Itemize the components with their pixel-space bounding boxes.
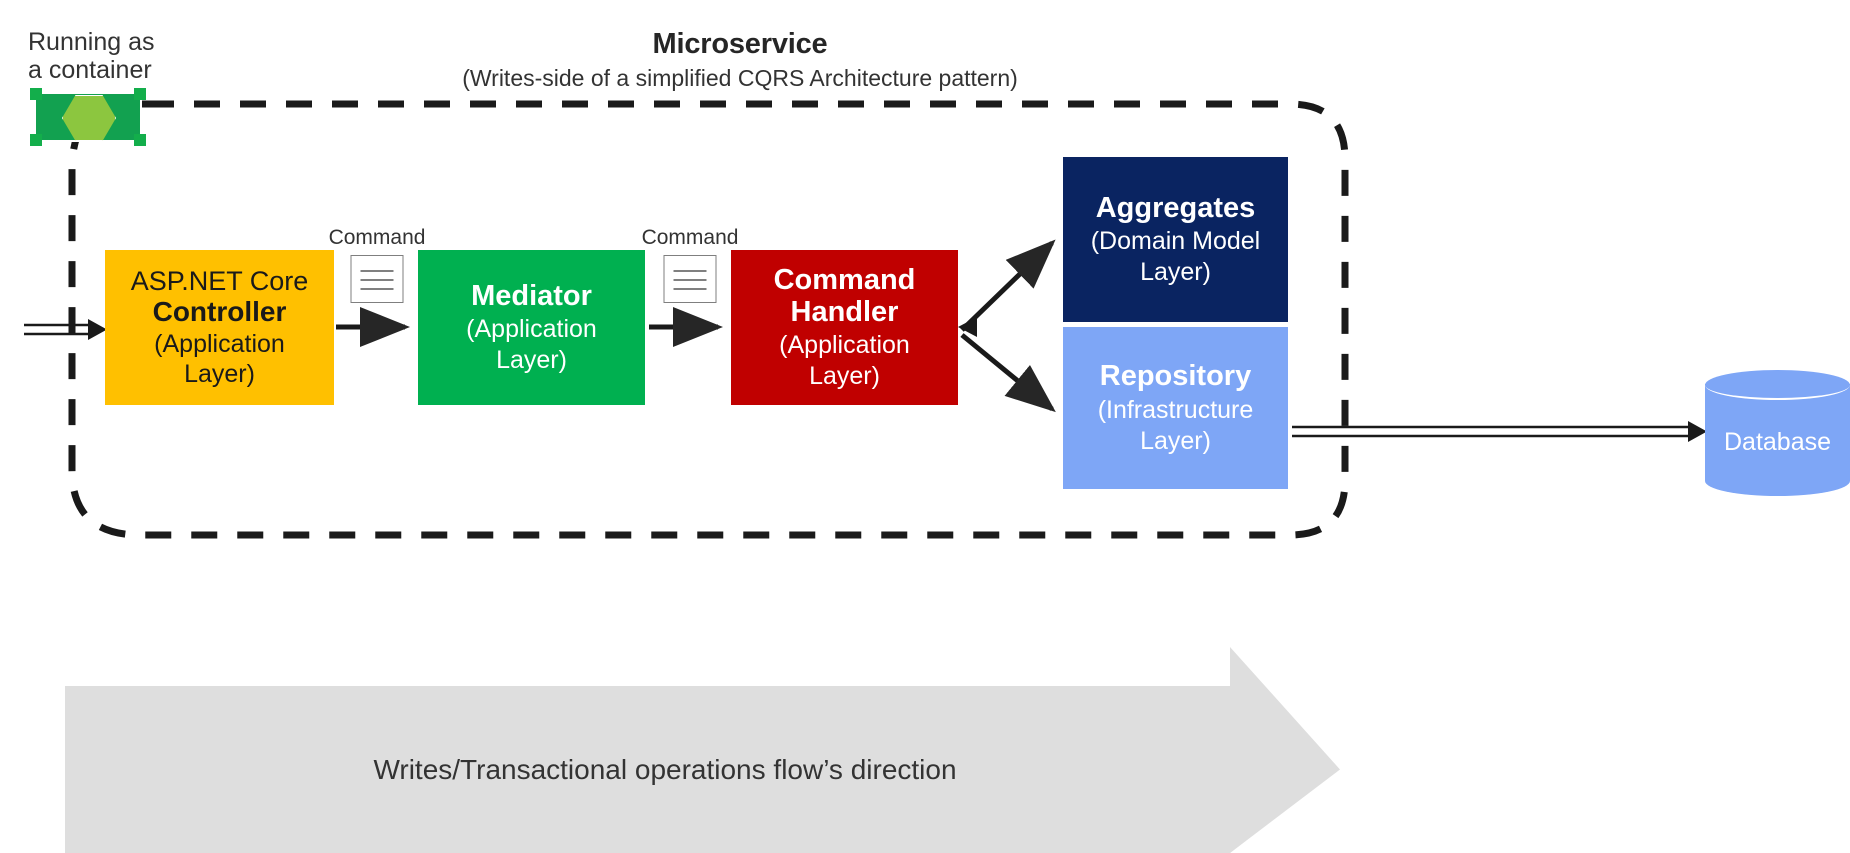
command-label-2: Command [641,226,739,249]
handler-line-2: Handler [790,295,899,328]
database-cylinder-top [1705,370,1850,400]
arrow-handler-to-aggregates [960,239,1056,332]
handler-line-1: Command [773,263,916,296]
incoming-request-arrow [24,319,107,340]
handler-line-4: Layer) [809,362,880,391]
node-command-handler[interactable]: Command Handler (Application Layer) [731,250,958,405]
diagram-title-block: Microservice (Writes-side of a simplifie… [330,28,1150,92]
arrow-handler-to-repository [960,333,1056,413]
diagram-subtitle: (Writes-side of a simplified CQRS Archit… [462,65,1018,91]
aggregates-line-2: (Domain Model [1090,227,1261,256]
controller-line-3: (Application [154,330,285,359]
node-database[interactable]: Database [1705,370,1850,496]
diagram-title: Microservice [652,28,828,60]
selection-handle-top-right [134,88,146,100]
command-marker-2: Command [642,226,738,306]
command-document-icon [350,255,404,303]
flow-direction-text: Writes/Transactional operations flow’s d… [373,753,957,785]
controller-line-1: ASP.NET Core [130,265,309,296]
aggregates-line-1: Aggregates [1095,191,1256,224]
selection-handle-bottom-left [30,134,42,146]
repository-line-3: Layer) [1140,426,1211,455]
container-hexagon-icon [30,88,146,146]
controller-line-4: Layer) [184,360,255,389]
handler-line-3: (Application [779,331,910,360]
flow-direction-banner: Writes/Transactional operations flow’s d… [65,686,1337,853]
command-document-icon [663,255,717,303]
node-aspnet-core-controller[interactable]: ASP.NET Core Controller (Application Lay… [105,250,334,405]
repository-line-2: (Infrastructure [1097,395,1254,424]
node-aggregates[interactable]: Aggregates (Domain Model Layer) [1063,157,1288,322]
database-cylinder-body [1705,384,1850,481]
mediator-line-3: Layer) [496,346,567,375]
running-as-container-label: Running as a container [28,28,155,84]
arrow-repository-to-database [1292,421,1707,442]
selection-handle-bottom-right [134,134,146,146]
command-marker-1: Command [329,226,425,306]
repository-line-1: Repository [1099,360,1252,393]
arrowhead-into-handler [958,317,977,337]
mediator-line-1: Mediator [471,279,592,312]
mediator-line-2: (Application [466,315,597,344]
node-repository[interactable]: Repository (Infrastructure Layer) [1063,327,1288,489]
aggregates-line-3: Layer) [1140,258,1211,287]
controller-line-2: Controller [152,296,287,328]
database-cylinder-bottom [1705,466,1850,496]
selection-handle-top-left [30,88,42,100]
command-label-1: Command [328,226,426,249]
database-label: Database [1723,428,1832,456]
node-mediator[interactable]: Mediator (Application Layer) [418,250,645,405]
